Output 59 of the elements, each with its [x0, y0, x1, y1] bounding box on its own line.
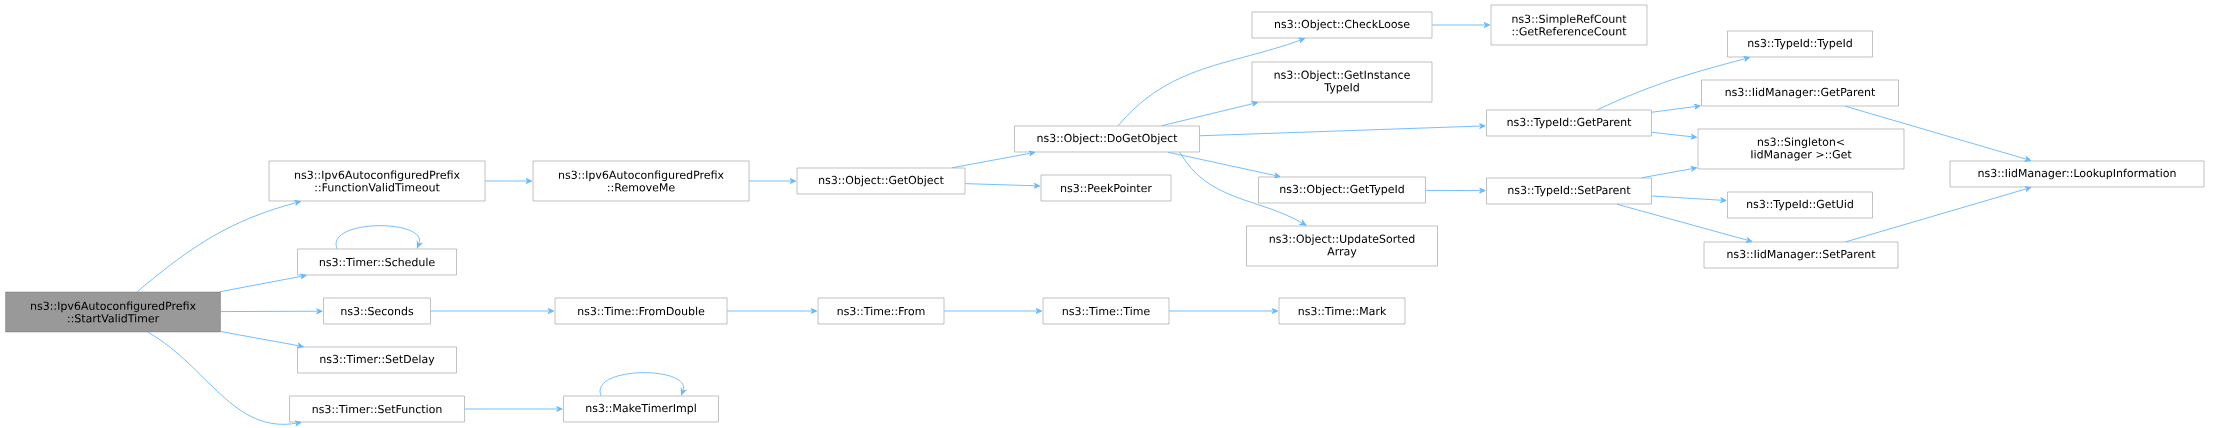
function-box: ns3::Ipv6AutoconfiguredPrefix ::FunctionValidTimeout: [268, 160, 486, 202]
function-box: ns3::IidManager::GetParent: [1701, 79, 1899, 107]
function-box: ns3::Time::FromDouble: [554, 297, 728, 325]
call-arrow: [147, 331, 302, 427]
function-box: ns3::Object::CheckLoose: [1251, 11, 1433, 39]
function-box: ns3::Timer::SetDelay: [297, 346, 457, 374]
call-arrow: [1651, 131, 1698, 140]
self-call-arrow: [599, 372, 687, 397]
call-arrow: [1845, 186, 2032, 243]
call-arrow: [1651, 103, 1701, 113]
call-arrow: [484, 178, 533, 184]
function-box: ns3::Time::Time: [1042, 297, 1170, 325]
call-arrow: [1168, 308, 1279, 314]
call-arrow: [951, 150, 1036, 169]
function-box: ns3::Object::GetObject: [796, 167, 966, 195]
function-box: ns3::TypeId::GetUid: [1727, 191, 1873, 219]
function-box: ns3::Object::GetInstance TypeId: [1251, 61, 1433, 103]
call-arrow: [1199, 123, 1486, 137]
self-call-arrow: [335, 225, 423, 250]
call-arrow: [1596, 56, 1751, 111]
call-arrow: [726, 308, 818, 314]
call-arrow: [1641, 165, 1698, 179]
function-box: ns3::Ipv6AutoconfiguredPrefix ::StartValidTimer: [5, 291, 221, 333]
call-arrow: [136, 200, 301, 293]
function-box: ns3::Singleton< IidManager >::Get: [1697, 128, 1905, 170]
call-arrow: [1179, 151, 1307, 226]
function-box: ns3::Time::From: [817, 297, 945, 325]
function-box: ns3::Timer::SetFunction: [289, 395, 465, 423]
call-arrow: [464, 406, 563, 412]
function-box: ns3::Timer::Schedule: [297, 248, 457, 276]
call-arrow: [219, 273, 307, 293]
call-arrow: [1431, 22, 1491, 28]
call-arrow: [1167, 151, 1281, 179]
call-arrow: [964, 182, 1041, 189]
call-arrow: [1651, 195, 1727, 204]
function-box: ns3::TypeId::SetParent: [1486, 177, 1652, 205]
call-arrow: [1117, 37, 1306, 127]
function-box: ns3::TypeId::TypeId: [1727, 30, 1873, 58]
function-box: ns3::SimpleRefCount ::GetReferenceCount: [1490, 4, 1648, 46]
call-arrow: [220, 308, 323, 315]
call-arrow: [1161, 100, 1259, 127]
call-arrow: [220, 331, 304, 349]
function-box: ns3::IidManager::LookupInformation: [1949, 160, 2205, 188]
call-arrow: [430, 308, 555, 314]
function-box: ns3::PeekPointer: [1040, 174, 1172, 202]
function-box: ns3::Object::DoGetObject: [1014, 125, 1200, 153]
function-box: ns3::Time::Mark: [1278, 297, 1406, 325]
function-box: ns3::Object::UpdateSorted Array: [1246, 225, 1438, 267]
function-box: ns3::Ipv6AutoconfiguredPrefix ::RemoveMe: [532, 160, 750, 202]
function-box: ns3::MakeTimerImpl: [563, 395, 719, 423]
function-box: ns3::IidManager::SetParent: [1703, 241, 1899, 269]
function-box: ns3::TypeId::GetParent: [1486, 109, 1652, 137]
function-box: ns3::Object::GetTypeId: [1258, 176, 1426, 204]
call-arrow: [1616, 203, 1753, 243]
call-arrow: [748, 178, 797, 184]
call-arrow: [1425, 187, 1486, 194]
function-box: ns3::Seconds: [323, 297, 431, 325]
call-arrow: [1844, 105, 2032, 162]
call-arrow: [943, 308, 1043, 314]
